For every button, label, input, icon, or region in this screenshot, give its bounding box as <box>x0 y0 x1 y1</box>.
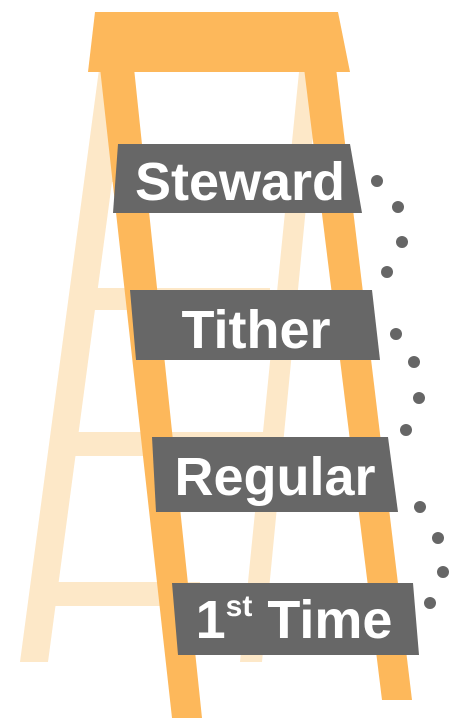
path-dot <box>392 201 404 213</box>
path-dot <box>437 566 449 578</box>
path-dot <box>408 356 420 368</box>
path-dot <box>371 175 383 187</box>
rung-label-tither: Tither <box>181 300 330 360</box>
rung-label-first-time-number: 1 <box>196 590 226 650</box>
path-dot <box>432 532 444 544</box>
rung-board <box>172 583 419 655</box>
rung-board <box>152 437 398 512</box>
path-dot <box>396 236 408 248</box>
ladder-front-leg-left <box>100 68 202 718</box>
path-dot <box>400 424 412 436</box>
rung-label-first-time-superscript: st <box>226 590 253 623</box>
rung-step-first-time: 1st Time <box>172 583 419 655</box>
path-dot <box>424 597 436 609</box>
ladder-top-step <box>88 12 350 72</box>
rung-board <box>113 144 362 213</box>
rung-label-first-time: 1st Time <box>196 590 393 650</box>
rung-label-first-time-word: Time <box>252 590 392 650</box>
rung-board <box>130 290 380 360</box>
dotted-path <box>371 175 449 609</box>
path-dot <box>413 392 425 404</box>
ladder-back-leg-left <box>20 62 128 662</box>
rung-step-steward: Steward <box>113 144 362 213</box>
path-dot <box>390 328 402 340</box>
path-dot <box>381 266 393 278</box>
ladder-front-leg-right <box>304 68 412 700</box>
rung-step-tither: Tither <box>130 290 380 360</box>
rung-step-regular: Regular <box>152 437 398 512</box>
rung-label-steward: Steward <box>135 152 345 212</box>
path-dot <box>414 501 426 513</box>
rung-label-regular: Regular <box>174 447 375 507</box>
ladder-front-frame <box>88 12 412 718</box>
